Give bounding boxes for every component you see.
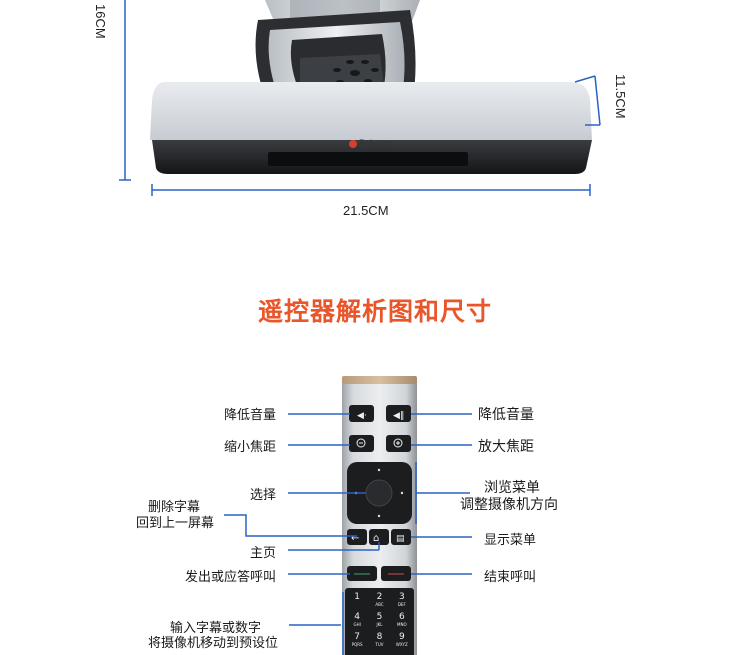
label-browse-line2: 调整摄像机方向: [460, 497, 558, 513]
svg-text:←: ←: [351, 533, 359, 544]
volume-up-button: [386, 405, 411, 422]
svg-text:◀‖: ◀‖: [393, 411, 404, 421]
volume-down-button: [349, 405, 374, 422]
depth-dimension-label: 11.5CM: [613, 74, 628, 119]
callout-lines: [224, 413, 472, 655]
label-display-menu: 显示菜单: [484, 533, 537, 548]
section-title: 遥控器解析图和尺寸: [257, 297, 492, 326]
camera-illustration: [150, 0, 592, 174]
label-browse-line1: 浏览菜单: [484, 480, 540, 496]
menu-button: [391, 529, 411, 545]
keypad: [345, 588, 414, 655]
label-input-line1: 输入字幕或数字: [170, 621, 262, 636]
label-end-call: 结束呼叫: [484, 570, 537, 585]
label-volume-up: 降低音量: [478, 407, 534, 423]
width-dimension-label: 21.5CM: [343, 203, 389, 218]
dimension-lines: [119, 0, 601, 196]
label-volume-down: 降低音量: [223, 408, 276, 423]
label-delete-line1: 删除字幕: [148, 500, 201, 515]
label-select: 选择: [249, 488, 276, 503]
back-button: [347, 529, 367, 545]
camera-brand-label: Polycom: [359, 138, 394, 148]
svg-text:◀·: ◀·: [357, 411, 367, 421]
key-1[interactable]: 1: [354, 592, 361, 602]
label-zoom-in: 放大焦距: [478, 439, 534, 455]
label-call: 发出或应答呼叫: [184, 570, 276, 585]
label-zoom-out: 缩小焦距: [223, 440, 276, 455]
label-home: 主页: [249, 546, 276, 561]
polycom-logo-icon: [349, 140, 357, 148]
svg-text:⌂: ⌂: [373, 533, 379, 544]
svg-text:▤: ▤: [396, 534, 405, 544]
camera-base: [150, 82, 592, 140]
label-input-line2: 将摄像机移动到预设位: [148, 636, 279, 651]
label-delete-line2: 回到上一屏幕: [136, 516, 215, 531]
height-dimension-label: 16CM: [93, 4, 108, 39]
remote-illustration: ◀· ◀‖ ← ⌂ ▤: [342, 376, 417, 655]
home-button: [369, 529, 389, 545]
